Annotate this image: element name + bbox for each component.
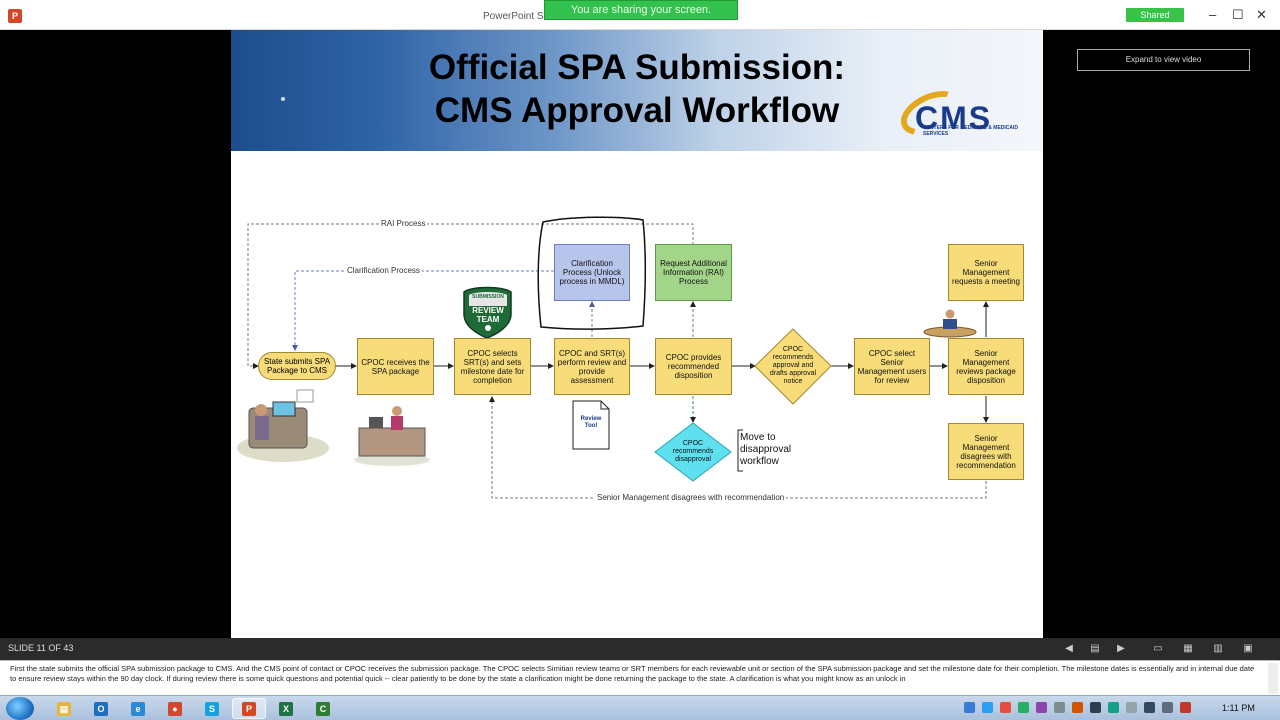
flow-connectors — [237, 216, 989, 499]
shared-badge[interactable]: Shared — [1126, 8, 1184, 22]
tray-antivirus-icon[interactable] — [1000, 702, 1011, 713]
powerpoint-icon: P — [8, 9, 22, 23]
previous-slide-icon[interactable]: ◀ — [1065, 643, 1073, 654]
powerpoint-icon: P — [242, 701, 256, 716]
tray-security-icon[interactable] — [1054, 702, 1065, 713]
sparkle-decoration — [281, 97, 285, 101]
explorer-icon: ▤ — [57, 701, 71, 716]
cpoc-provides-disposition-node: CPOC provides recommended disposition — [655, 338, 732, 395]
taskbar-skype-button[interactable]: S — [195, 698, 229, 719]
tray-power-icon[interactable] — [1126, 702, 1137, 713]
cms-subtext: CENTERS FOR MEDICARE & MEDICAID SERVICES — [923, 125, 1019, 137]
state-submits-node: State submits SPA Package to CMS — [258, 352, 336, 380]
taskbar-chrome-button[interactable]: ● — [158, 698, 192, 719]
slide-menu-icon[interactable]: ▤ — [1090, 643, 1100, 654]
taskbar-captions-button[interactable]: C — [306, 698, 340, 719]
expand-video-button[interactable]: Expand to view video — [1077, 49, 1250, 71]
cpoc-recommends-disapproval-node: CPOC recommends disapproval — [672, 440, 714, 463]
cpoc-srt-review-node: CPOC and SRT(s) perform review and provi… — [554, 338, 630, 395]
submission-review-team-badge-icon — [463, 286, 512, 339]
senior-disagrees-connector-label: Senior Management disagrees with recomme… — [595, 493, 787, 502]
next-slide-icon[interactable]: ▶ — [1117, 643, 1125, 654]
captions-panel: First the state submits the official SPA… — [0, 660, 1280, 695]
review-tool-document-icon — [572, 400, 610, 450]
rai-process-label: RAI Process — [379, 219, 428, 228]
clarification-process-node: Clarification Process (Unlock process in… — [554, 244, 630, 301]
ie-icon: e — [131, 701, 145, 716]
slideshow-view-icon[interactable]: ▣ — [1243, 643, 1253, 654]
taskbar-explorer-button[interactable]: ▤ — [47, 698, 81, 719]
tray-update-icon[interactable] — [1072, 702, 1083, 713]
window-title: PowerPoint Sli — [483, 11, 549, 22]
window-titlebar: P PowerPoint Sli int You are sharing you… — [0, 0, 1280, 30]
slide-sorter-icon[interactable]: ▦ — [1183, 643, 1193, 654]
normal-view-icon[interactable]: ▭ — [1153, 643, 1163, 654]
captions-text: First the state submits the official SPA… — [10, 664, 1255, 683]
slide-header: Official SPA Submission: CMS Approval Wo… — [231, 30, 1043, 151]
slide-title-line1: Official SPA Submission: — [428, 48, 846, 87]
slide-title-line2: CMS Approval Workflow — [434, 91, 840, 130]
cpoc-selects-srt-node: CPOC selects SRT(s) and sets milestone d… — [454, 338, 531, 395]
slide-status-bar: SLIDE 11 OF 43 ◀ ▤ ▶ ▭ ▦ ▥ ▣ — [0, 638, 1280, 660]
chrome-icon: ● — [168, 701, 182, 716]
tray-app-icon[interactable] — [1036, 702, 1047, 713]
outlook-icon: O — [94, 701, 108, 716]
captions-scrollbar[interactable] — [1268, 663, 1278, 694]
minimize-button[interactable]: – — [1209, 7, 1217, 22]
badge-top-text: SUBMISSION — [472, 294, 504, 300]
taskbar-powerpoint-button[interactable]: P — [232, 698, 266, 719]
taskbar-clock[interactable]: 1:11 PM — [1222, 703, 1255, 713]
tray-volume-icon[interactable] — [1108, 702, 1119, 713]
tray-alert-icon[interactable] — [1180, 702, 1191, 713]
badge-mid-text: REVIEW — [472, 306, 504, 315]
cpoc-recommends-approval-node: CPOC recommends approval and drafts appr… — [769, 346, 817, 385]
senior-disagrees-node: Senior Management disagrees with recomme… — [948, 423, 1024, 480]
excel-icon: X — [279, 701, 293, 716]
request-rai-node: Request Additional Information (RAI) Pro… — [655, 244, 732, 301]
clarification-process-label: Clarification Process — [345, 266, 422, 275]
cpoc-at-desk-illustration — [354, 406, 430, 466]
maximize-button[interactable]: ☐ — [1232, 7, 1244, 22]
close-button[interactable]: ✕ — [1256, 7, 1267, 22]
tray-signal-icon[interactable] — [1162, 702, 1173, 713]
start-button[interactable] — [6, 697, 34, 720]
badge-bottom-text: TEAM — [476, 315, 500, 324]
taskbar-excel-button[interactable]: X — [269, 698, 303, 719]
captions-icon: C — [316, 701, 330, 716]
skype-icon: S — [205, 701, 219, 716]
senior-requests-meeting-node: Senior Management requests a meeting — [948, 244, 1024, 301]
senior-reviews-node: Senior Management reviews package dispos… — [948, 338, 1024, 395]
tray-language-icon[interactable] — [1090, 702, 1101, 713]
cpoc-select-senior-node: CPOC select Senior Management users for … — [854, 338, 930, 395]
tray-chrome-icon[interactable] — [982, 702, 993, 713]
slide-title: Official SPA Submission: CMS Approval Wo… — [231, 46, 1043, 132]
senior-manager-meeting-icon — [923, 309, 977, 338]
tray-flag-icon[interactable] — [1144, 702, 1155, 713]
cpoc-receives-node: CPOC receives the SPA package — [357, 338, 434, 395]
move-to-disapproval-text: Move to disapproval workflow — [740, 432, 792, 467]
tray-sync-icon[interactable] — [1018, 702, 1029, 713]
reading-view-icon[interactable]: ▥ — [1213, 643, 1223, 654]
person-at-desk-illustration — [237, 389, 329, 462]
cms-logo: CMS CENTERS FOR MEDICARE & MEDICAID SERV… — [893, 82, 1039, 144]
review-tool-label: Review Tool — [580, 416, 602, 429]
screen-sharing-banner[interactable]: You are sharing your screen. — [544, 0, 738, 20]
cms-wordmark: CMS — [915, 100, 993, 136]
slide-canvas: Official SPA Submission: CMS Approval Wo… — [231, 30, 1043, 638]
taskbar-ie-button[interactable]: e — [121, 698, 155, 719]
tray-network-icon[interactable] — [964, 702, 975, 713]
slide-counter: SLIDE 11 OF 43 — [8, 643, 74, 653]
taskbar-outlook-button[interactable]: O — [84, 698, 118, 719]
